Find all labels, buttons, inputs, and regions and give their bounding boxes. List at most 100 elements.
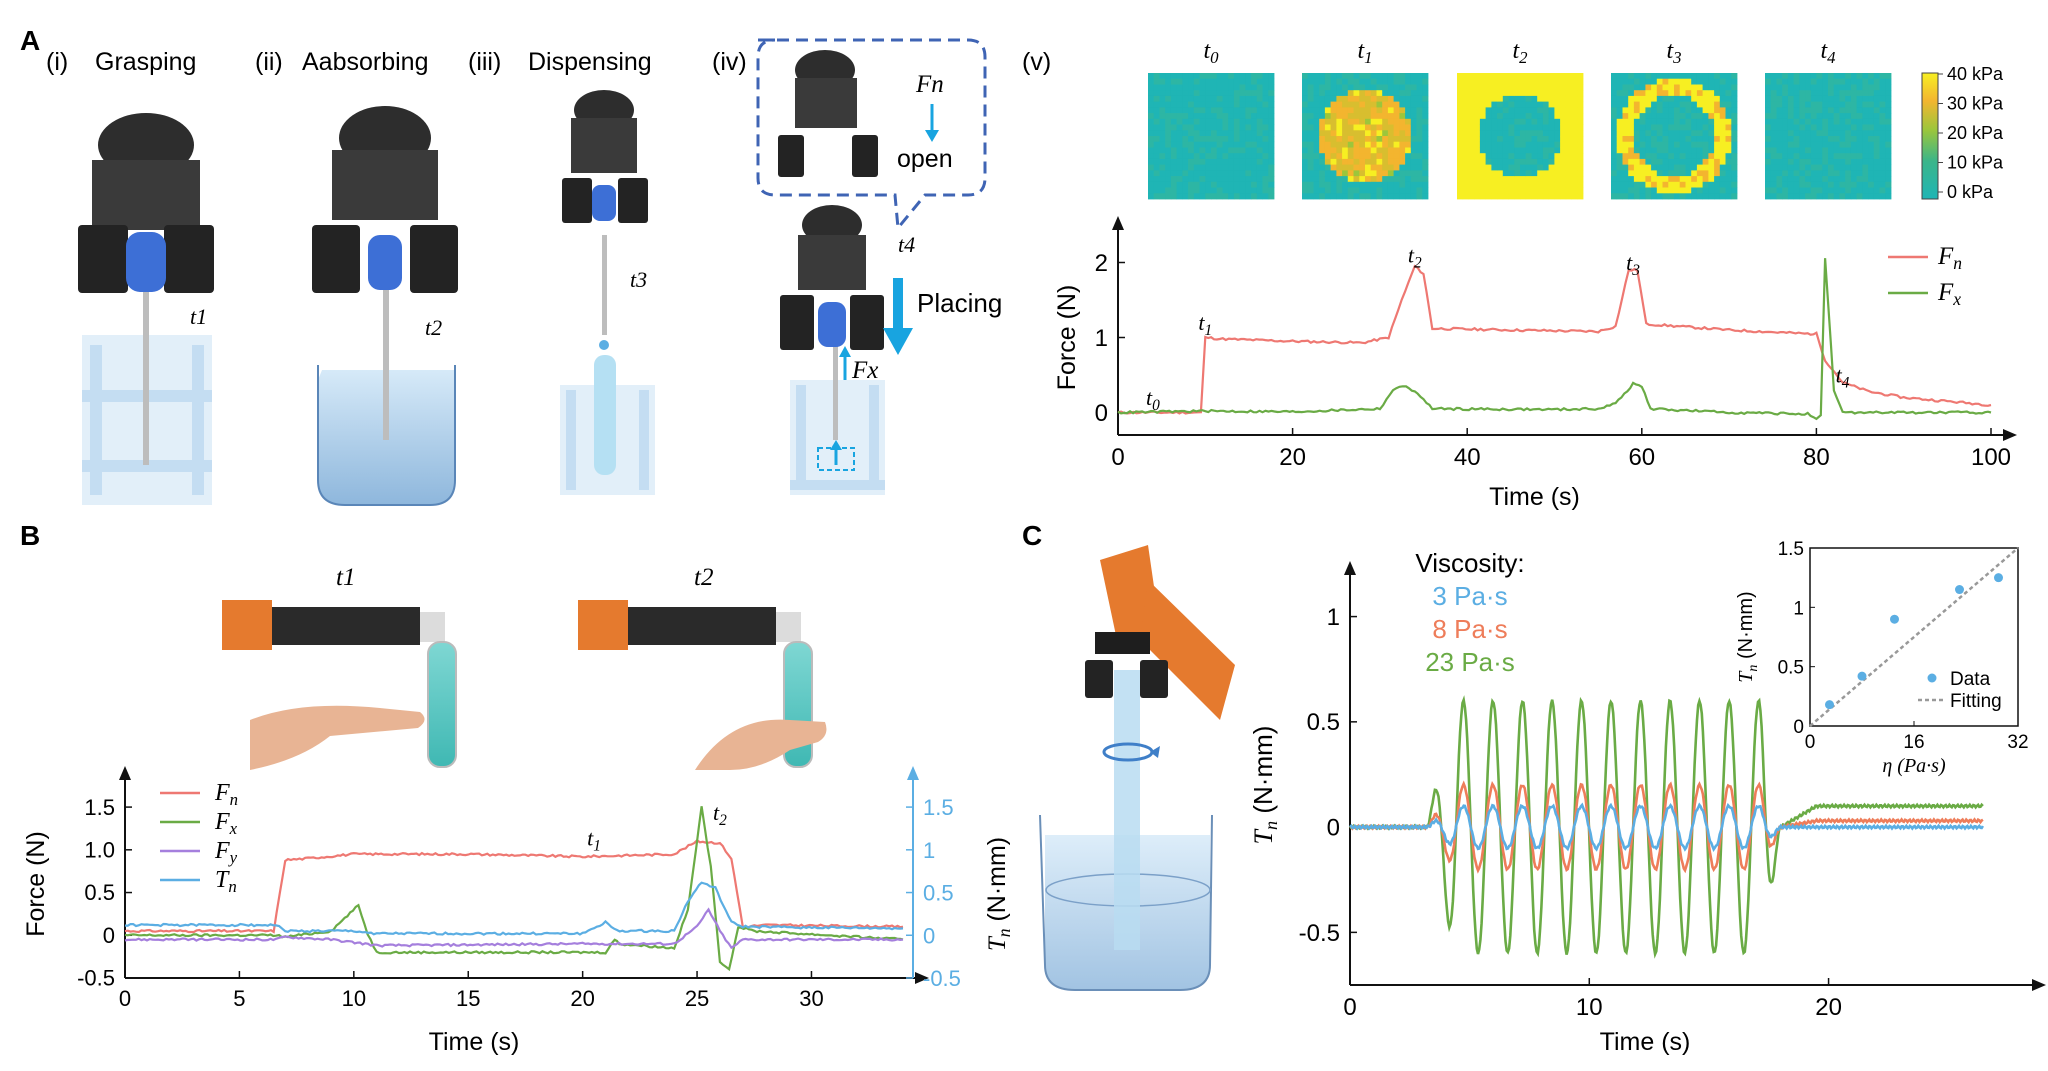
heatmap-cell — [1222, 118, 1229, 125]
heatmap-cell — [1497, 136, 1504, 143]
heatmap-cell — [1668, 147, 1675, 154]
heatmap-cell — [1770, 84, 1777, 91]
heatmap-cell — [1639, 73, 1646, 80]
heatmap-cell — [1342, 176, 1349, 183]
heatmap-cell — [1330, 113, 1337, 120]
heatmap-cell — [1685, 90, 1692, 97]
heatmap-cell — [1862, 101, 1869, 108]
heatmap-cell — [1696, 130, 1703, 137]
heatmap-cell — [1485, 78, 1492, 85]
heatmap-cell — [1393, 193, 1400, 200]
heatmap-cell — [1725, 193, 1732, 200]
heatmap-cell — [1731, 170, 1738, 177]
series-line-Tn — [124, 881, 904, 936]
heatmap-cell — [1816, 95, 1823, 102]
heatmap-cell — [1691, 170, 1698, 177]
heatmap-cell — [1702, 193, 1709, 200]
heatmap-cell — [1708, 153, 1715, 160]
heatmap-cell — [1571, 118, 1578, 125]
heatmap-cell — [1387, 95, 1394, 102]
heatmap-cell — [1462, 73, 1469, 80]
heatmap-cell — [1330, 147, 1337, 154]
heatmap-cell — [1662, 84, 1669, 91]
heatmap-cell — [1616, 164, 1623, 171]
heatmap-cell — [1222, 84, 1229, 91]
heatmap-cell — [1376, 141, 1383, 148]
heatmap-cell — [1336, 164, 1343, 171]
heatmap-cell — [1656, 124, 1663, 131]
heatmap-cell — [1353, 101, 1360, 108]
heatmap-cell — [1571, 130, 1578, 137]
heatmap-cell — [1165, 164, 1172, 171]
heatmap-cell — [1176, 193, 1183, 200]
heatmap-cell — [1256, 73, 1263, 80]
heatmap-cell — [1165, 147, 1172, 154]
heatmap-cell — [1365, 95, 1372, 102]
heatmap-cell — [1462, 170, 1469, 177]
heatmap-cell — [1330, 141, 1337, 148]
heatmap-cell — [1542, 176, 1549, 183]
heatmap-cell — [1560, 181, 1567, 188]
heatmap-cell — [1211, 101, 1218, 108]
series-line-Fn — [124, 838, 904, 934]
heatmap-cell — [1468, 73, 1475, 80]
heatmap-cell — [1347, 153, 1354, 160]
data-point — [1857, 671, 1867, 681]
heatmap-cell — [1502, 164, 1509, 171]
heatmap-cell — [1251, 170, 1258, 177]
heatmap-cell — [1342, 170, 1349, 177]
heatmap-cell — [1330, 130, 1337, 137]
heatmap-cell — [1302, 101, 1309, 108]
heatmap-cell — [1577, 90, 1584, 97]
heatmap-cell — [1531, 164, 1538, 171]
heatmap-cell — [1485, 130, 1492, 137]
heatmap-cell — [1353, 118, 1360, 125]
heatmap-cell — [1485, 107, 1492, 114]
heatmap-cell — [1714, 141, 1721, 148]
heatmap-cell — [1537, 158, 1544, 165]
y-axis-arrow — [1344, 561, 1356, 575]
heatmap-cell — [1382, 107, 1389, 114]
heatmap-cell — [1879, 147, 1886, 154]
heatmap-cell — [1199, 164, 1206, 171]
heatmap-cell — [1639, 78, 1646, 85]
heatmap-cell — [1462, 153, 1469, 160]
heatmap-cell — [1182, 164, 1189, 171]
heatmap-cell — [1211, 118, 1218, 125]
heatmap-cell — [1256, 158, 1263, 165]
heatmap-cell — [1148, 193, 1155, 200]
heatmap-cell — [1176, 187, 1183, 194]
heatmap-cell — [1342, 136, 1349, 143]
heatmap-cell — [1313, 176, 1320, 183]
heatmap-cell — [1370, 124, 1377, 131]
heatmap-cell — [1868, 158, 1875, 165]
heatmap-cell — [1262, 90, 1269, 97]
y-axis-label: Force (N) — [1053, 285, 1081, 391]
heatmap-cell — [1365, 78, 1372, 85]
heatmap-cell — [1542, 107, 1549, 114]
heatmap-cell — [1793, 90, 1800, 97]
heatmap-cell — [1633, 84, 1640, 91]
heatmap-cell — [1205, 136, 1212, 143]
heatmap-cell — [1256, 113, 1263, 120]
heatmap-cell — [1839, 101, 1846, 108]
heatmap-cell — [1416, 130, 1423, 137]
heatmap-cell — [1370, 136, 1377, 143]
heatmap-cell — [1799, 78, 1806, 85]
heatmap-cell — [1387, 193, 1394, 200]
heatmap-cell — [1839, 141, 1846, 148]
heatmap-cell — [1537, 193, 1544, 200]
heatmap-cell — [1485, 73, 1492, 80]
heatmap-cell — [1479, 170, 1486, 177]
heatmap-cell — [1491, 136, 1498, 143]
heatmap-cell — [1782, 170, 1789, 177]
heatmap-cell — [1776, 101, 1783, 108]
heatmap-cell — [1668, 113, 1675, 120]
heatmap-cell — [1251, 90, 1258, 97]
heatmap-cell — [1405, 118, 1412, 125]
heatmap-cell — [1719, 141, 1726, 148]
heatmap-cell — [1862, 170, 1869, 177]
heatmap-cell — [1342, 141, 1349, 148]
heatmap-cell — [1577, 118, 1584, 125]
heatmap-cell — [1410, 193, 1417, 200]
